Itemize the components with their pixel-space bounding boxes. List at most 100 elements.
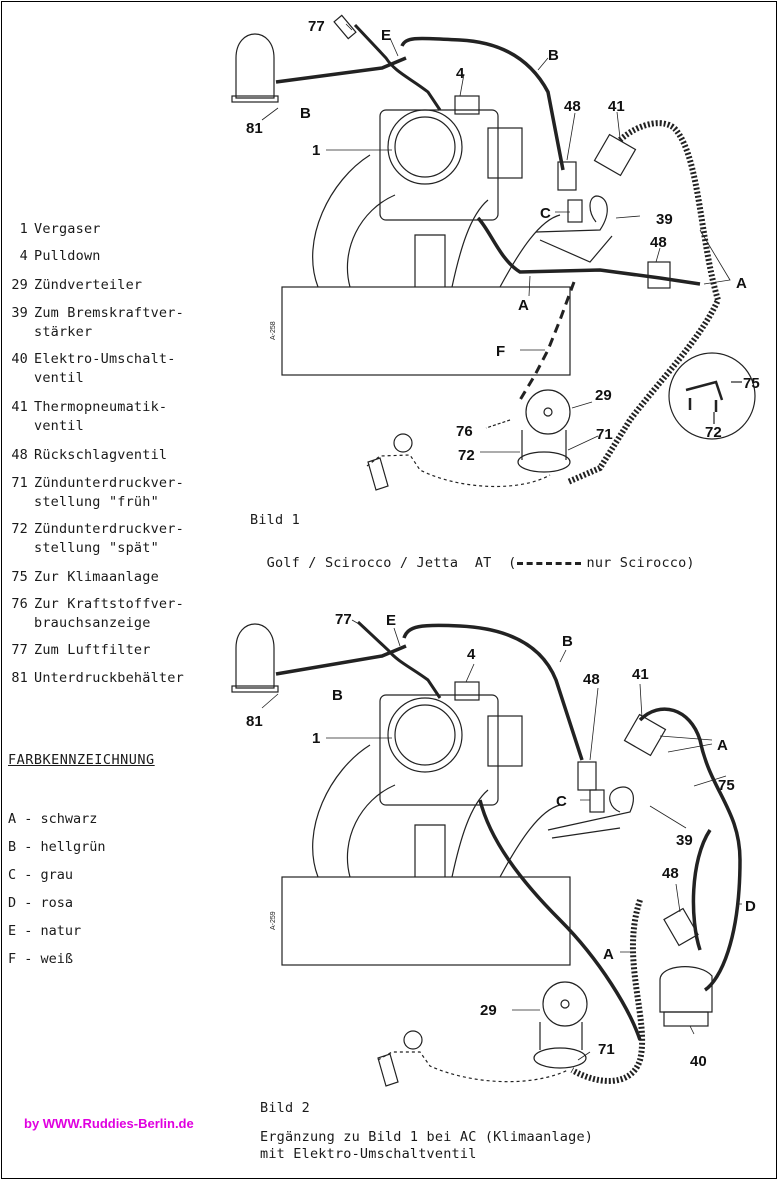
detail-circle <box>668 352 756 440</box>
brake-booster-connector <box>535 195 608 233</box>
fig1-label-A-right: A <box>736 275 747 292</box>
arrow-76 <box>485 419 511 429</box>
carburettor-side <box>487 715 523 767</box>
distributor-cap <box>542 981 588 1027</box>
check-valve-48-lower <box>663 907 699 947</box>
fig2-label-48-lower: 48 <box>662 865 679 882</box>
hose-B-to-valve-48 <box>402 623 584 761</box>
hose-A-long-braided <box>566 120 722 485</box>
carb-base <box>414 234 446 287</box>
hose-C-fitting <box>567 199 583 223</box>
fig1-label-72-detail: 72 <box>705 424 722 441</box>
vacuum-reservoir <box>235 33 275 99</box>
fig2-label-B-upper: B <box>562 633 573 650</box>
color-key-item: B - hellgrün <box>8 839 106 855</box>
fig1-label-E: E <box>381 27 391 44</box>
fig2-label-40: 40 <box>690 1053 707 1070</box>
vacuum-reservoir-base <box>231 685 279 693</box>
carb-base <box>414 824 446 877</box>
fig2-label-48-upper: 48 <box>583 671 600 688</box>
figure-1-labels: 77 E B 4 81 B 48 41 1 C 39 48 A A F 29 7… <box>246 18 760 464</box>
pulldown-unit <box>454 95 480 115</box>
hose-C-fitting <box>589 789 605 813</box>
carburettor-throat-inner <box>394 704 456 766</box>
gauge-handle <box>367 457 389 491</box>
hose-B-to-valve-48 <box>400 36 565 171</box>
hose-A-braided <box>570 899 646 1084</box>
color-key-item: F - weiß <box>8 951 74 967</box>
vacuum-gauge <box>403 1030 423 1050</box>
figure-1-caption: Golf / Scirocco / Jetta AT (nur Scirocco… <box>250 539 695 571</box>
engine-block <box>281 286 571 376</box>
fig1-label-75: 75 <box>743 375 760 392</box>
air-filter-connector <box>333 14 357 40</box>
hose-D <box>638 707 742 992</box>
figure-1 <box>231 14 756 491</box>
fig1-label-77: 77 <box>308 18 325 35</box>
fig1-label-1: 1 <box>312 142 320 159</box>
fig2-label-A-right: A <box>717 737 728 754</box>
fig2-label-71: 71 <box>598 1041 615 1058</box>
hose-A-to-40 <box>691 829 712 951</box>
dashed-line-symbol <box>516 561 581 565</box>
gauge-handle <box>377 1053 399 1087</box>
vacuum-reservoir-base <box>231 95 279 103</box>
engine-block <box>281 876 571 966</box>
gauge-hose <box>377 1051 569 1083</box>
detail-ac-fitting <box>685 380 724 412</box>
fig1-label-F: F <box>496 343 505 360</box>
vacuum-reservoir <box>235 623 275 689</box>
fig2-label-D: D <box>745 898 756 915</box>
fig1-label-B-lower: B <box>300 105 311 122</box>
fig2-label-E: E <box>386 612 396 629</box>
carburettor-throat <box>387 109 463 185</box>
figure-2 <box>231 619 742 1087</box>
color-key-heading: FARBKENNZEICHNUNG <box>8 752 155 768</box>
brake-booster-line <box>539 235 613 263</box>
distributor-body <box>539 1022 583 1050</box>
fig1-label-A-center: A <box>518 297 529 314</box>
electro-switch-valve-base <box>663 1011 709 1027</box>
figure-2-title: Bild 2 <box>260 1100 310 1116</box>
fig2-label-29: 29 <box>480 1002 497 1019</box>
hose-F-dashed <box>518 281 576 401</box>
hose-B-to-reservoir <box>275 644 407 676</box>
fig2-label-1: 1 <box>312 730 320 747</box>
hose-A-long <box>478 799 642 1041</box>
figure-1-title: Bild 1 <box>250 512 300 528</box>
fig2-label-C: C <box>556 793 567 810</box>
fig2-label-77: 77 <box>335 611 352 628</box>
figure-2-caption-line1: Ergänzung zu Bild 1 bei AC (Klimaanlage) <box>260 1129 594 1145</box>
fig1-label-81: 81 <box>246 120 263 137</box>
brake-booster-line <box>551 827 621 839</box>
thermo-valve-41 <box>593 133 637 177</box>
color-key-item: C - grau <box>8 867 74 883</box>
pointer-lines-fig1 <box>261 23 731 453</box>
fig2-label-4: 4 <box>467 646 476 663</box>
hose-B-to-reservoir <box>275 56 407 84</box>
fig2-label-A-center: A <box>603 946 614 963</box>
fig1-label-29: 29 <box>595 387 612 404</box>
check-valve-48-lower <box>647 261 671 289</box>
fig2-label-75: 75 <box>718 777 735 794</box>
check-valve-48-upper <box>557 161 577 191</box>
hose-E <box>353 23 442 111</box>
distributor-cap <box>525 389 571 435</box>
credit-link[interactable]: by WWW.Ruddies-Berlin.de <box>24 1116 194 1131</box>
fig2-label-41: 41 <box>632 666 649 683</box>
gauge-hose <box>366 454 551 488</box>
pulldown-unit <box>454 681 480 701</box>
fig1-label-48-upper: 48 <box>564 98 581 115</box>
distributor-body <box>521 430 567 460</box>
color-key-item: D - rosa <box>8 895 74 911</box>
thermo-valve-41 <box>623 713 667 757</box>
hose-A-lower <box>476 216 701 286</box>
fig1-label-71: 71 <box>596 426 613 443</box>
fig1-label-76: 76 <box>456 423 473 440</box>
distributor-center <box>543 407 553 417</box>
intake-manifold <box>312 154 561 288</box>
figure-1-caption-text: Golf / Scirocco / Jetta AT ( <box>266 555 517 571</box>
fig1-label-48-lower: 48 <box>650 234 667 251</box>
figure-2-labels: 77 E B 4 48 41 A 81 B 1 75 C 39 48 D A 2… <box>246 611 756 1070</box>
